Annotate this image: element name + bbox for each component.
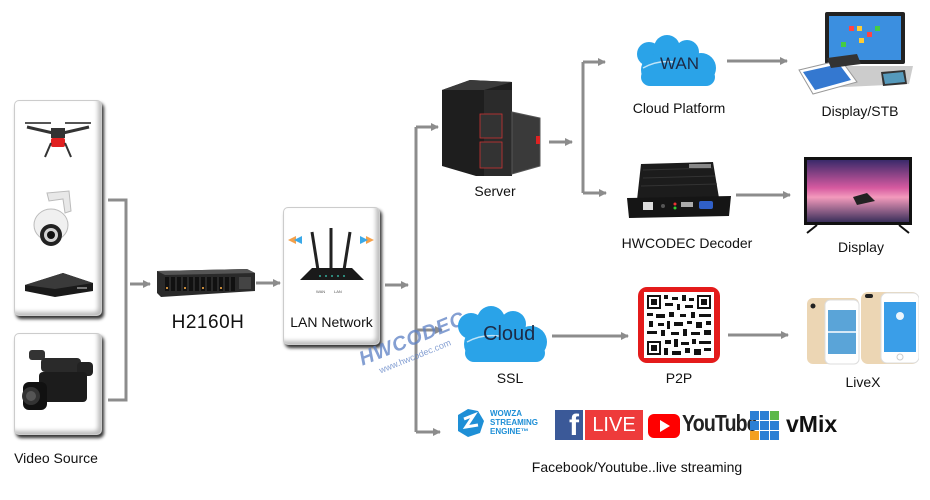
wowza-line-2: STREAMING <box>490 418 538 427</box>
drone-icon <box>25 122 91 158</box>
ptz-camera-icon <box>33 190 72 246</box>
server-tower-icon <box>442 80 541 176</box>
server-label: Server <box>474 183 516 199</box>
tv-display-icon <box>804 157 912 234</box>
live-text: LIVE <box>592 414 636 436</box>
wowza-logo-text: WOWZA STREAMING ENGINE™ <box>490 409 538 436</box>
livex-phones-icon <box>807 292 919 365</box>
decoder-box-icon <box>627 162 731 218</box>
devices-laptop-tablet-phone-icon <box>798 12 913 95</box>
lan-network-card: WAN LAN LAN Network <box>283 207 380 345</box>
ssl-cloud-text: Cloud <box>483 323 536 345</box>
wan-cloud-text: WAN <box>660 54 700 73</box>
wowza-logo-icon <box>458 409 484 437</box>
qr-code-icon <box>644 292 714 358</box>
vmix-logo-text: vMix <box>786 411 838 437</box>
facebook-logo: f <box>555 409 583 442</box>
wan-cloud-icon <box>637 35 716 86</box>
display-label: Display <box>838 239 884 255</box>
facebook-live-badge: LIVE <box>585 410 643 440</box>
camcorder-icon <box>22 350 93 410</box>
router-port-wan: WAN <box>316 289 326 294</box>
ssl-label: SSL <box>496 370 524 386</box>
encoder-label: H2160H <box>171 312 245 333</box>
youtube-play-icon <box>648 414 680 438</box>
cloud-platform-label: Cloud Platform <box>632 100 726 116</box>
wowza-line-3: ENGINE™ <box>490 427 529 436</box>
wowza-line-1: WOWZA <box>490 409 522 418</box>
p2p-label: P2P <box>665 370 693 386</box>
facebook-f-icon: f <box>569 409 579 442</box>
streaming-label: Facebook/Youtube..live streaming <box>531 459 743 475</box>
video-source-card-top <box>14 100 102 316</box>
lan-network-label: LAN Network <box>290 314 373 330</box>
p2p-qr-code[interactable] <box>638 287 720 363</box>
youtube-logo-text: YouTube <box>682 410 758 436</box>
streaming-logos: WOWZA STREAMING ENGINE™ f LIVE YouTube v… <box>452 404 842 444</box>
vmix-grid-icon <box>750 411 779 440</box>
encoder-chassis-icon <box>157 269 255 297</box>
router-port-lan: LAN <box>334 289 342 294</box>
video-source-card-bottom <box>14 333 102 435</box>
router-icon <box>288 228 374 280</box>
livex-label: LiveX <box>845 374 881 390</box>
video-source-label: Video Source <box>14 450 98 466</box>
display-stb-label: Display/STB <box>821 103 899 119</box>
ssl-cloud-icon <box>458 306 547 362</box>
nvr-box-icon <box>25 273 93 297</box>
source-bracket <box>108 198 128 402</box>
decoder-label: HWCODEC Decoder <box>621 235 753 251</box>
